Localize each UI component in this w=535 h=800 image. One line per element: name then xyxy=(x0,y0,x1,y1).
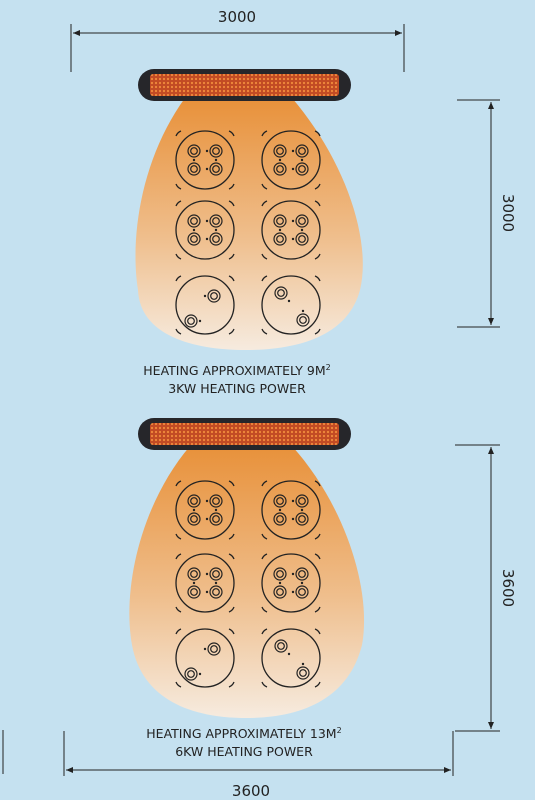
heat-zone-top xyxy=(135,98,363,350)
width-label-top: 3000 xyxy=(218,8,256,26)
heat-zone-bottom xyxy=(129,446,365,718)
caption-top-line2: 3KW HEATING POWER xyxy=(168,381,306,396)
width-dimension-bottom xyxy=(2,730,454,776)
depth-label-bottom: 3600 xyxy=(499,569,517,607)
width-dimension-top xyxy=(70,24,405,72)
heater-bottom xyxy=(138,418,351,450)
caption-top: HEATING APPROXIMATELY 9M2 xyxy=(143,363,330,378)
bottom-panel: 3600 3600 HEATING APPROXIMATELY 13M2 6KW… xyxy=(2,418,517,800)
width-label-bottom: 3600 xyxy=(232,782,270,800)
depth-label-top: 3000 xyxy=(499,194,517,232)
caption-top-sup: 2 xyxy=(326,363,331,372)
caption-bottom-line2: 6KW HEATING POWER xyxy=(175,744,313,759)
caption-bottom: HEATING APPROXIMATELY 13M2 xyxy=(146,726,341,741)
top-panel: 3000 3000 HEATING APPROXIMATELY 9M2 3KW … xyxy=(70,8,517,396)
caption-bottom-sup: 2 xyxy=(337,726,342,735)
caption-top-line1: HEATING APPROXIMATELY 9M xyxy=(143,363,325,378)
heater-top xyxy=(138,69,351,101)
depth-dimension-top xyxy=(457,99,500,328)
caption-bottom-line1: HEATING APPROXIMATELY 13M xyxy=(146,726,336,741)
depth-dimension-bottom xyxy=(455,444,500,732)
